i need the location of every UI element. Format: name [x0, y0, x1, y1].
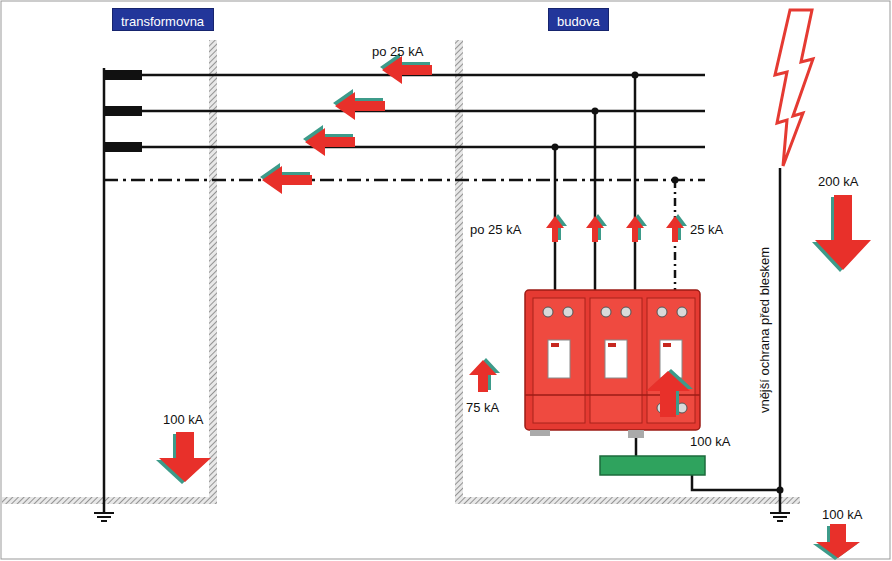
location-tag: transformovna — [112, 8, 214, 31]
protection-label: vnější ochrana před bleskem — [757, 247, 772, 413]
transformer-wall — [209, 40, 217, 503]
current-arrow — [305, 128, 355, 156]
current-arrow — [546, 216, 564, 242]
current-arrows — [156, 53, 871, 560]
current-arrow — [646, 371, 690, 417]
lightning-bolt — [775, 10, 813, 166]
current-value: 75 kA — [466, 400, 499, 415]
current-value: 25 kA — [690, 222, 723, 237]
current-arrow — [816, 524, 860, 558]
label-holder: 25 kA — [690, 220, 723, 238]
label-holder: 100 kA — [690, 432, 730, 450]
label-holder: vnější ochrana před bleskem — [755, 247, 773, 413]
ground-left — [2, 497, 217, 504]
current-arrow — [626, 216, 644, 242]
transformer-terminals — [104, 70, 142, 152]
current-arrow — [815, 195, 871, 270]
tag-text: transformovna — [121, 14, 204, 29]
surge-arrester — [525, 290, 700, 438]
current-arrow — [382, 56, 432, 84]
label-holder: 75 kA — [466, 398, 499, 416]
current-value: 200 kA — [818, 174, 858, 189]
conductors — [104, 68, 780, 512]
current-arrow — [262, 166, 312, 194]
label-holder: 100 kA — [163, 410, 203, 428]
current-arrow — [586, 216, 604, 242]
building-wall — [455, 40, 463, 503]
current-arrow — [335, 92, 385, 120]
current-value: 100 kA — [822, 507, 862, 522]
label-holder: po 25 kA — [372, 42, 423, 60]
ground-right — [455, 497, 800, 504]
label-holder: 200 kA — [818, 172, 858, 190]
current-arrow — [469, 360, 497, 392]
tag-text: budova — [557, 14, 600, 29]
earth-symbols — [94, 513, 790, 521]
earth-bar — [600, 456, 705, 475]
current-arrow — [159, 432, 211, 482]
label-holder: 100 kA — [822, 505, 862, 523]
current-arrow — [666, 216, 684, 242]
label-holder: po 25 kA — [470, 220, 521, 238]
location-tag: budova — [548, 8, 609, 31]
current-value: po 25 kA — [470, 222, 521, 237]
current-value: 100 kA — [163, 412, 203, 427]
current-value: po 25 kA — [372, 44, 423, 59]
current-value: 100 kA — [690, 434, 730, 449]
